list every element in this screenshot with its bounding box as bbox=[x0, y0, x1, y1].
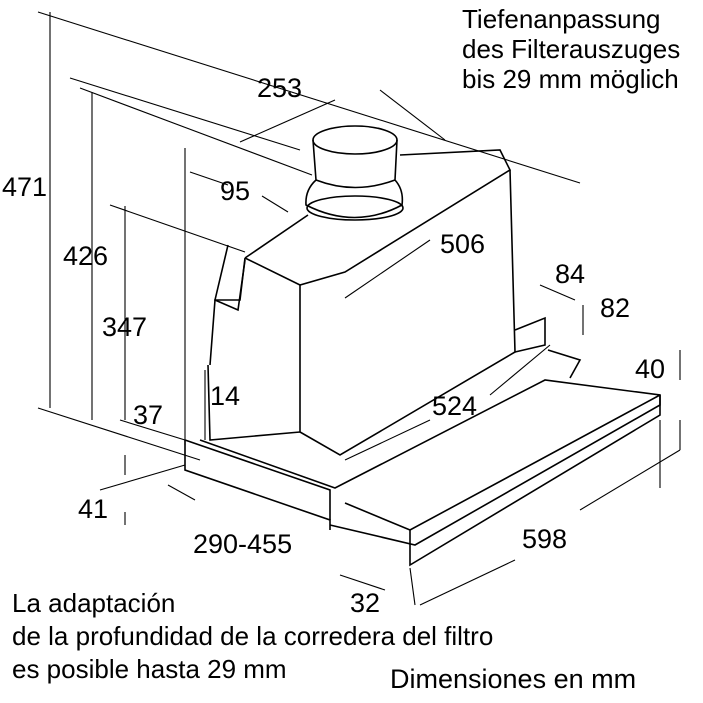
dim-82: 82 bbox=[600, 293, 630, 323]
dim-95: 95 bbox=[220, 176, 250, 206]
dim-84: 84 bbox=[555, 259, 585, 289]
dim-32: 32 bbox=[350, 588, 380, 618]
dim-506: 506 bbox=[440, 229, 485, 259]
dim-426: 426 bbox=[63, 241, 108, 271]
dim-471: 471 bbox=[2, 172, 47, 202]
dim-14: 14 bbox=[210, 381, 240, 411]
dim-524: 524 bbox=[432, 391, 477, 421]
dim-253: 253 bbox=[257, 73, 302, 103]
dim-598: 598 bbox=[522, 524, 567, 554]
units-label: Dimensiones en mm bbox=[390, 664, 637, 694]
dim-40: 40 bbox=[635, 354, 665, 384]
dim-347: 347 bbox=[102, 312, 147, 342]
dim-37: 37 bbox=[133, 400, 163, 430]
hood-outline bbox=[184, 125, 661, 567]
dimension-lines bbox=[37, 11, 681, 606]
dim-290-455: 290-455 bbox=[193, 529, 292, 559]
dim-41: 41 bbox=[78, 494, 108, 524]
